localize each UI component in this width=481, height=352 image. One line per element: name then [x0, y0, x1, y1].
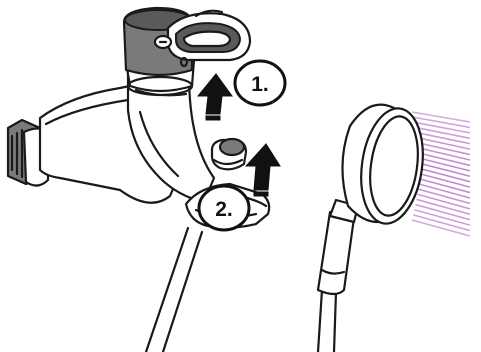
spray-line — [417, 136, 471, 150]
spray-line — [418, 142, 471, 156]
hand-shower — [316, 103, 424, 352]
spray-line — [419, 162, 471, 178]
spray-line — [411, 219, 471, 237]
spray-line — [419, 167, 471, 183]
spray-line — [419, 178, 471, 194]
shower-handle — [316, 210, 356, 296]
spray-line — [416, 131, 471, 145]
step-badge-2: 2. — [197, 184, 251, 232]
spray-line — [418, 183, 471, 199]
arrow-up-icon — [244, 143, 281, 197]
spray-line — [415, 126, 471, 140]
step-badge-1: 1. — [233, 59, 287, 107]
spray-line — [418, 188, 471, 205]
shower-head-face — [360, 107, 424, 225]
spray-line — [411, 111, 471, 123]
hose-left — [144, 226, 204, 352]
water-spray — [411, 111, 471, 237]
spray-line — [413, 116, 471, 129]
spray-line — [419, 157, 471, 172]
spray-line — [419, 152, 471, 167]
arrow-up-icon — [196, 73, 233, 121]
spray-line — [414, 208, 471, 226]
diverter-knob-top — [218, 137, 246, 157]
spray-line — [417, 193, 471, 210]
step-2-label: 2. — [215, 198, 233, 221]
spray-line — [418, 147, 471, 161]
spray-line — [419, 172, 471, 188]
spray-line — [415, 203, 471, 221]
step-1-label: 1. — [251, 73, 269, 96]
spray-line — [416, 198, 471, 216]
spray-line — [412, 214, 471, 232]
mixer-lever — [122, 6, 252, 97]
spray-line — [414, 121, 471, 134]
